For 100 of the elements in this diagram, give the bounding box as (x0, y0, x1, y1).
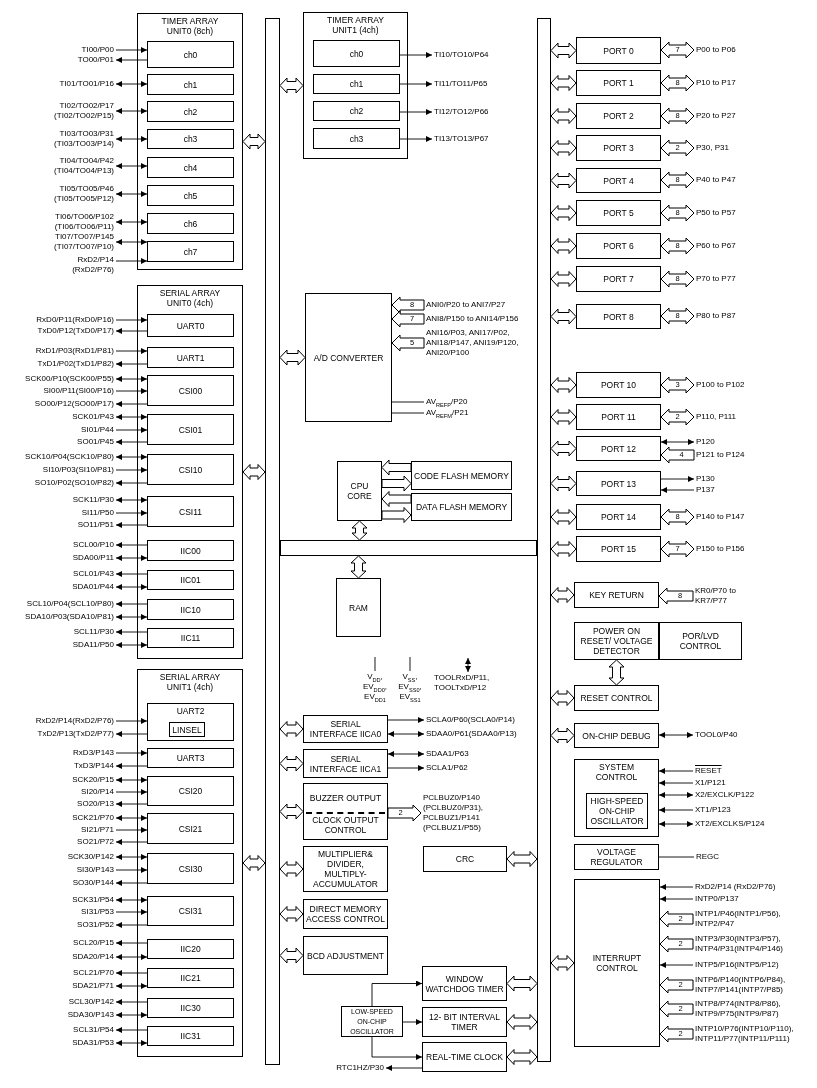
block-label: LINSEL (171, 724, 203, 735)
pin-label: RxD2/P14 (RxD2/P76) (50, 255, 116, 275)
group-box (137, 669, 243, 1057)
bus-arrow (660, 540, 695, 558)
pin-label: SO00/P12(SO00/P17) (2, 399, 116, 409)
block-label: UART0 (175, 320, 206, 331)
pin-label: SCL11/P30 (2, 627, 116, 637)
bus-arrow (658, 587, 694, 605)
pin-label: RxD0/P11(RxD0/P16) (2, 315, 116, 325)
pin-label: X1/P121 (693, 778, 783, 788)
pin-label: SCLA0/P60(SCLA0/P14) (424, 715, 532, 725)
pin-label: P70 to P77 (694, 274, 774, 284)
bus-arrow (550, 205, 577, 221)
bus-arrow (660, 307, 695, 325)
bus-arrow (660, 139, 695, 157)
pin-label: SCL01/P43 (2, 569, 116, 579)
pin-label: SCK01/P43 (2, 412, 116, 422)
signal-line (658, 856, 695, 858)
pin-label: SDA10/P03(SDA10/P81) (2, 612, 116, 622)
pin-label: SI01/P44 (2, 425, 116, 435)
pin-label: SI20/P14 (2, 787, 116, 797)
pin-label: SDA30/P143 (2, 1010, 116, 1020)
pin-label: SDA20/P14 (2, 952, 116, 962)
signal-arrow (115, 1012, 148, 1018)
group-title: TIMER ARRAY UNIT1 (4ch) (326, 14, 385, 35)
block-box (303, 749, 388, 778)
pin-label: SI30/P143 (2, 865, 116, 875)
block-box (147, 998, 234, 1018)
block-label: ch6 (182, 218, 199, 229)
bus-arrow (381, 459, 412, 476)
signal-arrow (115, 191, 148, 197)
pin-label: ANI8/P150 to ANI14/P156 (424, 314, 536, 324)
pin-label: TI00/P00 (2, 45, 116, 55)
block-label: ch0 (348, 48, 365, 59)
block-box (576, 436, 661, 461)
bus-arrow (660, 107, 695, 125)
block-box (147, 157, 234, 178)
bus-arrow (550, 727, 575, 744)
block-box (313, 74, 400, 94)
pin-label: RxD3/P143 (2, 748, 116, 758)
bus-arrow (660, 508, 695, 526)
pin-label: SO01/P45 (2, 437, 116, 447)
pin-label: SCK20/P15 (2, 775, 116, 785)
bus-arrow (660, 171, 695, 189)
block-label: IIC30 (179, 1003, 202, 1013)
block-label: BUZZER OUTPUT (308, 793, 383, 803)
bus-bar (537, 18, 551, 1062)
block-label: PORT 5 (602, 208, 635, 218)
block-label: SERIAL INTERFACE IICA1 (308, 753, 383, 774)
bus-arrow (660, 74, 695, 92)
pin-label: SCK10/P04(SCK10/P80) (2, 452, 116, 462)
block-label: KEY RETURN (588, 590, 645, 600)
block-label: ch7 (182, 246, 199, 257)
block-box (422, 1007, 507, 1037)
bus-arrow (381, 507, 412, 523)
pin-label: SCK30/P142 (2, 852, 116, 862)
pin-label: INTP0/P137 (693, 894, 811, 904)
block-box (147, 570, 234, 590)
signal-line (409, 656, 411, 672)
pin-label: AV$_{REFP}$/P20 (424, 397, 484, 407)
signal-arrow (115, 815, 148, 821)
bus-arrow (660, 408, 695, 426)
block-label: CSI31 (177, 906, 204, 916)
block-label: PORT 3 (602, 143, 635, 153)
pin-label: KR0/P70 to KR7/P77 (693, 586, 755, 606)
signal-arrow (115, 81, 148, 87)
pin-label: TI02/TO02/P17 (TI02/TO02/P15) (2, 101, 116, 121)
pin-label: TxD2/P13(TxD2/P77) (2, 729, 116, 739)
pin-label: SDA21/P71 (2, 981, 116, 991)
signal-arrow (387, 731, 425, 737)
pin-label: SCK00/P10(SCK00/P55) (2, 374, 116, 384)
block-box (337, 461, 382, 521)
block-label: PORT 8 (602, 311, 635, 322)
block-label: POWER ON RESET/ VOLTAGE DETECTOR (579, 626, 654, 656)
block-box (576, 37, 661, 64)
pin-label: P40 to P47 (694, 175, 774, 185)
pin-label: TI04/TO04/P42 (TI04/TO04/P13) (2, 156, 116, 176)
block-box (576, 504, 661, 530)
pin-label: INTP8/P74(INTP8/P86), INTP9/P75(INTP9/P87) (693, 999, 815, 1019)
block-label: SYSTEM CONTROL (594, 761, 639, 782)
bus-arrow (279, 77, 304, 94)
pin-label: SO21/P72 (2, 837, 116, 847)
pin-label: SI11/P50 (2, 508, 116, 518)
block-box (313, 101, 400, 121)
bus-arrow (242, 133, 266, 150)
pin-label: SDA01/P44 (2, 582, 116, 592)
pin-label: P137 (694, 485, 774, 495)
pin-label: TI11/TO11/P65 (432, 79, 522, 89)
block-label: PORT 6 (602, 241, 635, 251)
block-box (576, 200, 661, 226)
block-box (147, 314, 234, 337)
signal-arrow (115, 414, 148, 420)
block-label: IIC21 (179, 973, 202, 983)
block-label: VOLTAGE REGULATOR (589, 847, 644, 867)
pin-label: XT2/EXCLKS/P124 (693, 819, 783, 829)
pin-label: SO11/P51 (2, 520, 116, 530)
block-label: UART2 (175, 705, 206, 716)
group-box (137, 13, 243, 270)
block-box (147, 101, 234, 122)
group-title: TIMER ARRAY UNIT0 (8ch) (160, 15, 220, 36)
